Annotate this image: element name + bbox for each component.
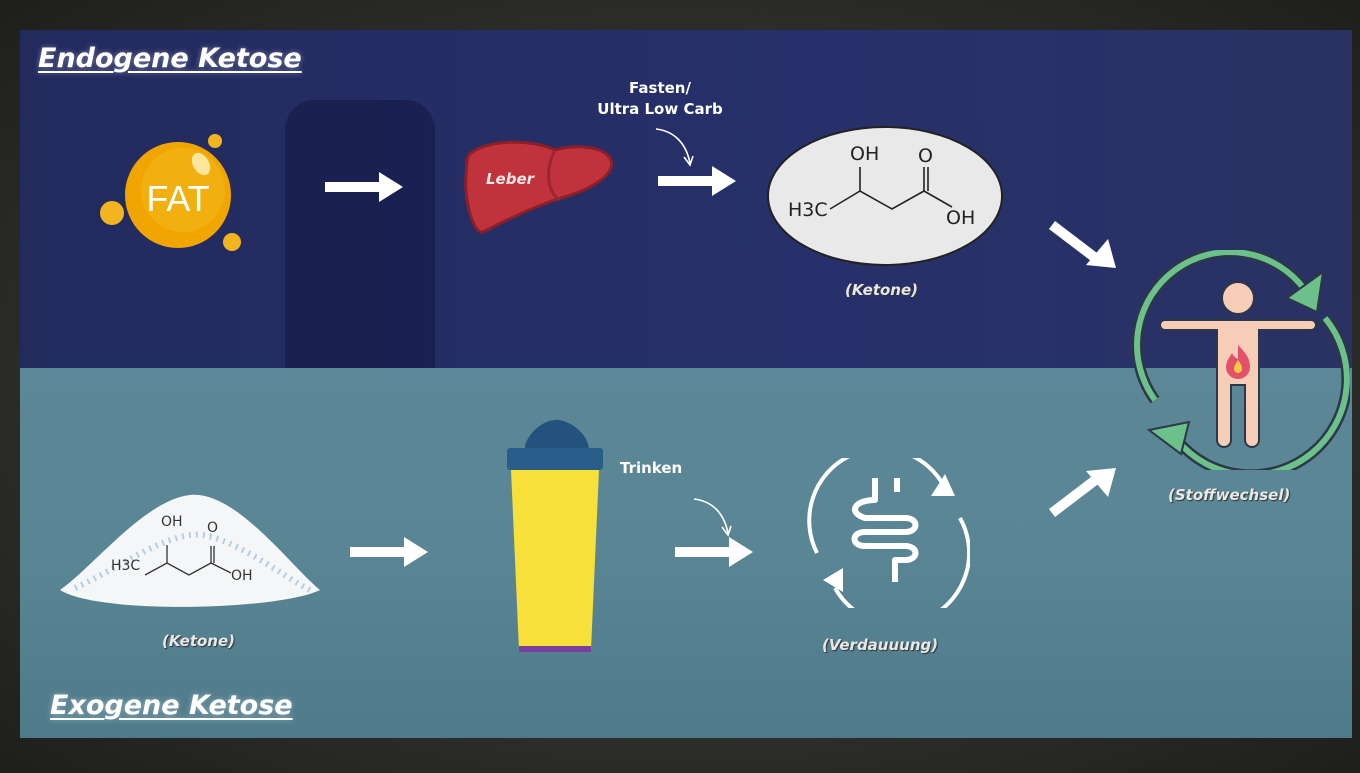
intestine-cycle-icon xyxy=(805,458,970,608)
background-silhouette xyxy=(285,100,435,368)
fat-icon: FAT xyxy=(98,130,248,255)
ketone-powder-icon: OH O H3C OH xyxy=(55,480,325,620)
ketone-molecule: OH O H3C OH xyxy=(766,125,1004,267)
ketone-caption: (Ketone) xyxy=(162,632,236,650)
arrow-down-right-icon xyxy=(1048,221,1116,268)
molecule-h3c: H3C xyxy=(111,558,141,574)
digestion-caption: (Verdauuung) xyxy=(822,636,939,654)
endogenous-title: Endogene Ketose xyxy=(38,43,302,74)
fat-label: FAT xyxy=(146,178,210,219)
arrow-right-icon xyxy=(675,537,753,567)
drink-label: Trinken xyxy=(620,459,683,477)
arrow-right-icon xyxy=(325,172,403,202)
curved-arrow-icon xyxy=(693,498,732,537)
molecule-oh: OH xyxy=(946,207,976,229)
molecule-h3c: H3C xyxy=(788,199,828,221)
arrow-right-icon xyxy=(658,166,736,196)
exogenous-title: Exogene Ketose xyxy=(50,690,293,721)
arrow-right-icon xyxy=(350,537,428,567)
arrow-up-right-icon xyxy=(1048,468,1116,517)
liver-label: Leber xyxy=(486,170,535,188)
molecule-oh: OH xyxy=(161,514,183,530)
molecule-oh: OH xyxy=(850,143,880,165)
molecule-o: O xyxy=(918,145,933,167)
endogenous-panel xyxy=(20,30,1352,368)
curved-arrow-icon xyxy=(655,128,694,167)
metabolism-caption: (Stoffwechsel) xyxy=(1168,486,1291,504)
molecule-oh: OH xyxy=(231,568,253,584)
shaker-bottle-icon xyxy=(503,418,607,658)
liver-icon: Leber xyxy=(460,136,616,236)
molecule-o: O xyxy=(207,520,219,536)
ketone-caption: (Ketone) xyxy=(845,281,919,299)
condition-label: Fasten/Ultra Low Carb xyxy=(597,79,723,118)
metabolism-icon xyxy=(1125,250,1350,470)
